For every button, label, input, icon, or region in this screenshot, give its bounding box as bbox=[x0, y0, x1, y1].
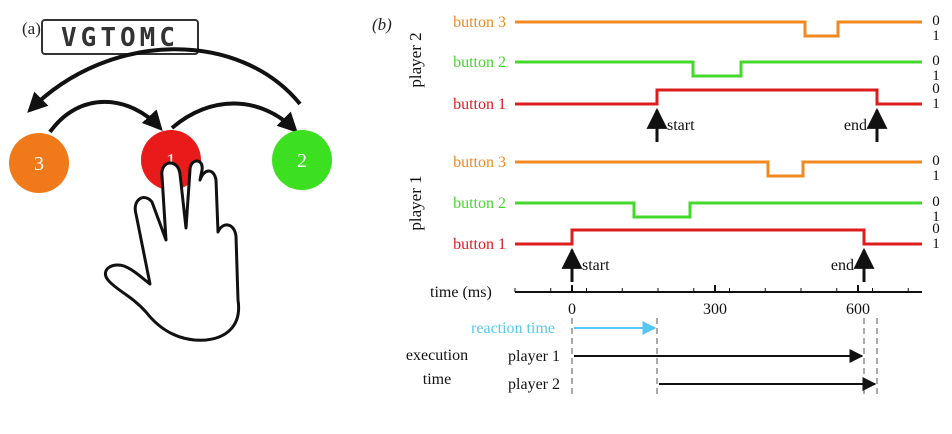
start-label: start bbox=[667, 117, 695, 134]
level-high: 0 bbox=[932, 13, 940, 29]
circle-2 bbox=[272, 130, 332, 190]
exec-row-label: player 1 bbox=[508, 348, 560, 365]
circle-1-label: 1 bbox=[166, 150, 176, 172]
signal-trace bbox=[515, 201, 922, 219]
tick-label: 0 bbox=[568, 301, 576, 318]
level-high: 0 bbox=[932, 153, 940, 169]
circle-3-label: 3 bbox=[34, 153, 44, 175]
arrow-2-to-3 bbox=[27, 47, 302, 113]
row-label: button 3 bbox=[453, 154, 506, 171]
level-high: 0 bbox=[932, 53, 940, 69]
hand-icon bbox=[103, 159, 241, 342]
panel-a-label: (a) bbox=[22, 19, 41, 38]
level-low: 1 bbox=[932, 236, 940, 252]
signal-trace bbox=[515, 160, 922, 178]
logo-text: VGTOMC bbox=[61, 23, 179, 53]
row-label: button 2 bbox=[453, 195, 506, 212]
signal-trace bbox=[515, 20, 922, 38]
level-low: 1 bbox=[932, 28, 940, 44]
start-label: start bbox=[582, 257, 610, 274]
circle-3 bbox=[9, 133, 69, 193]
signal-trace bbox=[515, 228, 922, 246]
signal-trace bbox=[515, 88, 922, 106]
exec-row-label: player 2 bbox=[508, 376, 560, 393]
arrow-1-to-2 bbox=[170, 101, 298, 133]
axis-label: time (ms) bbox=[430, 284, 492, 301]
end-label: end bbox=[831, 257, 854, 274]
circle-2-label: 2 bbox=[297, 150, 307, 172]
level-low: 1 bbox=[932, 96, 940, 112]
row-label: button 1 bbox=[453, 96, 506, 113]
signal-trace bbox=[515, 60, 922, 78]
execution-label: execution bbox=[406, 347, 468, 364]
circle-1 bbox=[141, 130, 201, 190]
row-label: button 3 bbox=[453, 14, 506, 31]
level-high: 0 bbox=[932, 194, 940, 210]
group-label: player 2 bbox=[406, 32, 425, 87]
tick-label: 600 bbox=[846, 301, 870, 318]
end-label: end bbox=[844, 117, 867, 134]
level-low: 1 bbox=[932, 168, 940, 184]
level-high: 0 bbox=[932, 221, 940, 237]
group-label: player 1 bbox=[406, 175, 425, 230]
row-label: button 2 bbox=[453, 54, 506, 71]
panel-a: (a) VGTOMC 3 1 2 bbox=[9, 19, 332, 342]
level-low: 1 bbox=[932, 68, 940, 84]
panel-b-label: (b) bbox=[372, 15, 392, 34]
reaction-label: reaction time bbox=[471, 320, 555, 337]
level-low: 1 bbox=[932, 209, 940, 225]
execution-label-2: time bbox=[423, 371, 451, 388]
row-label: button 1 bbox=[453, 236, 506, 253]
level-high: 0 bbox=[932, 81, 940, 97]
logo-watermark: VGTOMC bbox=[41, 19, 199, 55]
arrow-3-to-1 bbox=[48, 100, 163, 134]
tick-label: 300 bbox=[703, 301, 727, 318]
